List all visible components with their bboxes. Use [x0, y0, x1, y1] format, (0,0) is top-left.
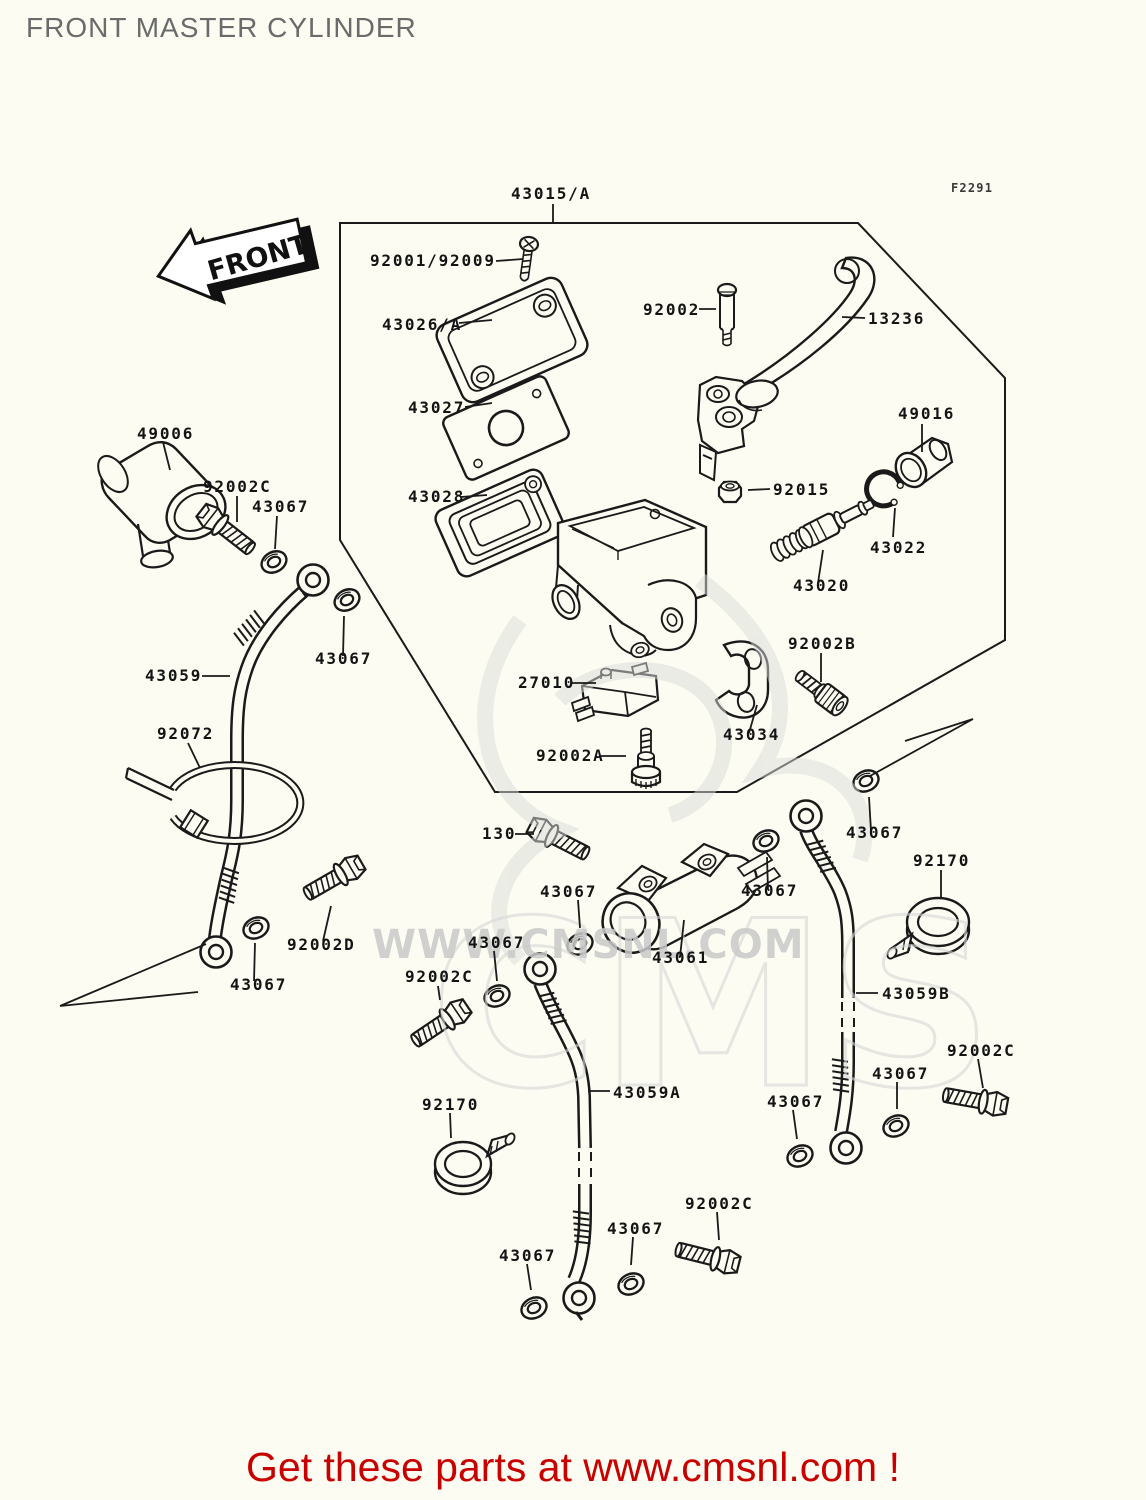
callout-27010: 27010	[518, 673, 575, 692]
callout-43059b: 43059B	[882, 984, 951, 1003]
callout-43067-5: 43067	[741, 881, 798, 900]
footer-banner: Get these parts at www.cmsnl.com !	[246, 1444, 900, 1490]
callout-92002: 92002	[643, 300, 700, 319]
part-bolt-92002B	[794, 669, 849, 717]
part-washer-43067	[782, 1140, 818, 1172]
callout-92170-left: 92170	[422, 1095, 479, 1114]
callout-43026a: 43026/A	[382, 315, 462, 334]
callout-92072: 92072	[157, 724, 214, 743]
callout-43022: 43022	[870, 538, 927, 557]
callout-49016: 49016	[898, 404, 955, 423]
banjo-eye	[562, 1281, 596, 1315]
leader-lines	[162, 204, 984, 1291]
part-washer-43067	[748, 825, 784, 857]
callout-92002c-3: 92002C	[947, 1041, 1016, 1060]
part-boot-49016	[894, 436, 954, 489]
callout-43067-4: 43067	[540, 882, 597, 901]
callout-92002c-2: 92002C	[405, 967, 474, 986]
part-bolt-92002C-bottom	[671, 1236, 743, 1278]
part-washer-43067	[613, 1268, 649, 1300]
part-bolt-92002D	[298, 851, 369, 907]
part-ring-clamp-92170-left	[433, 1132, 516, 1196]
banjo-eye	[789, 799, 823, 833]
callout-43067-3: 43067	[846, 823, 903, 842]
callout-13236: 13236	[868, 309, 925, 328]
callout-92002c-1: 92002C	[203, 477, 272, 496]
callout-43067-8: 43067	[767, 1092, 824, 1111]
callout-43067-7: 43067	[230, 975, 287, 994]
callout-43067-9: 43067	[872, 1064, 929, 1083]
pointer-spike-left	[59, 943, 207, 1007]
part-brake-hose-43059B	[789, 799, 863, 1165]
part-nut-92015	[717, 480, 743, 504]
callout-92001-92009: 92001/92009	[370, 251, 496, 270]
figure-code: F2291	[951, 181, 993, 195]
watermark: CMS WWW.CMSNL.COM	[372, 573, 995, 1142]
part-pivot-pin-92002	[716, 282, 738, 347]
watermark-logo-text: CMS	[430, 873, 993, 1140]
callout-43027: 43027	[408, 398, 465, 417]
part-bolt-92002A	[630, 727, 662, 789]
part-brake-hose-43059A	[523, 952, 596, 1321]
part-washer-43067	[329, 583, 365, 617]
callout-43020: 43020	[793, 576, 850, 595]
part-cap-43026	[435, 276, 589, 404]
callout-43059a: 43059A	[613, 1083, 682, 1102]
callout-43059: 43059	[145, 666, 202, 685]
banjo-eye	[199, 935, 233, 969]
callout-43067-2: 43067	[315, 649, 372, 668]
callout-92002d: 92002D	[287, 935, 356, 954]
page-title: FRONT MASTER CYLINDER	[26, 12, 417, 43]
callout-43067-1: 43067	[252, 497, 309, 516]
part-plate-43027	[442, 375, 570, 481]
part-brake-lever-13236	[696, 256, 876, 482]
part-brake-hose-43059	[199, 563, 330, 969]
assembly-outline-box	[339, 222, 1006, 793]
callout-92002b: 92002B	[788, 634, 857, 653]
part-washer-43067	[256, 545, 292, 579]
front-direction-arrow: FRONT	[155, 217, 320, 305]
callout-92170-right: 92170	[913, 851, 970, 870]
part-piston-43020	[769, 499, 875, 562]
callout-43067-10: 43067	[607, 1219, 664, 1238]
callout-49006: 49006	[137, 424, 194, 443]
callout-43028: 43028	[408, 487, 465, 506]
callout-92002a: 92002A	[536, 746, 605, 765]
part-diaphragm-43028	[434, 468, 566, 578]
callout-43015a: 43015/A	[511, 184, 591, 203]
callout-43067-6: 43067	[468, 933, 525, 952]
watermark-url-text: WWW.CMSNL.COM	[372, 922, 805, 968]
callout-43034: 43034	[723, 725, 780, 744]
part-master-cylinder-body	[551, 498, 708, 659]
part-ring-clamp-92170-right	[886, 896, 971, 960]
banjo-eye	[296, 563, 330, 597]
part-washer-43067	[238, 912, 274, 944]
callout-labels: 43015/A F2291 92001/92009 43026/A 92002 …	[137, 181, 1016, 1265]
part-screw-92001	[518, 235, 540, 282]
callout-43061: 43061	[652, 948, 709, 967]
part-junction-43061	[601, 842, 782, 954]
callout-43067-11: 43067	[499, 1246, 556, 1265]
part-band-92072	[124, 761, 305, 845]
callout-130: 130	[482, 824, 516, 843]
pointer-spike-right	[869, 718, 974, 777]
callout-92015: 92015	[773, 480, 830, 499]
callout-92002c-4: 92002C	[685, 1194, 754, 1213]
part-washer-43067	[516, 1292, 552, 1324]
part-circlip-43022	[864, 469, 904, 509]
